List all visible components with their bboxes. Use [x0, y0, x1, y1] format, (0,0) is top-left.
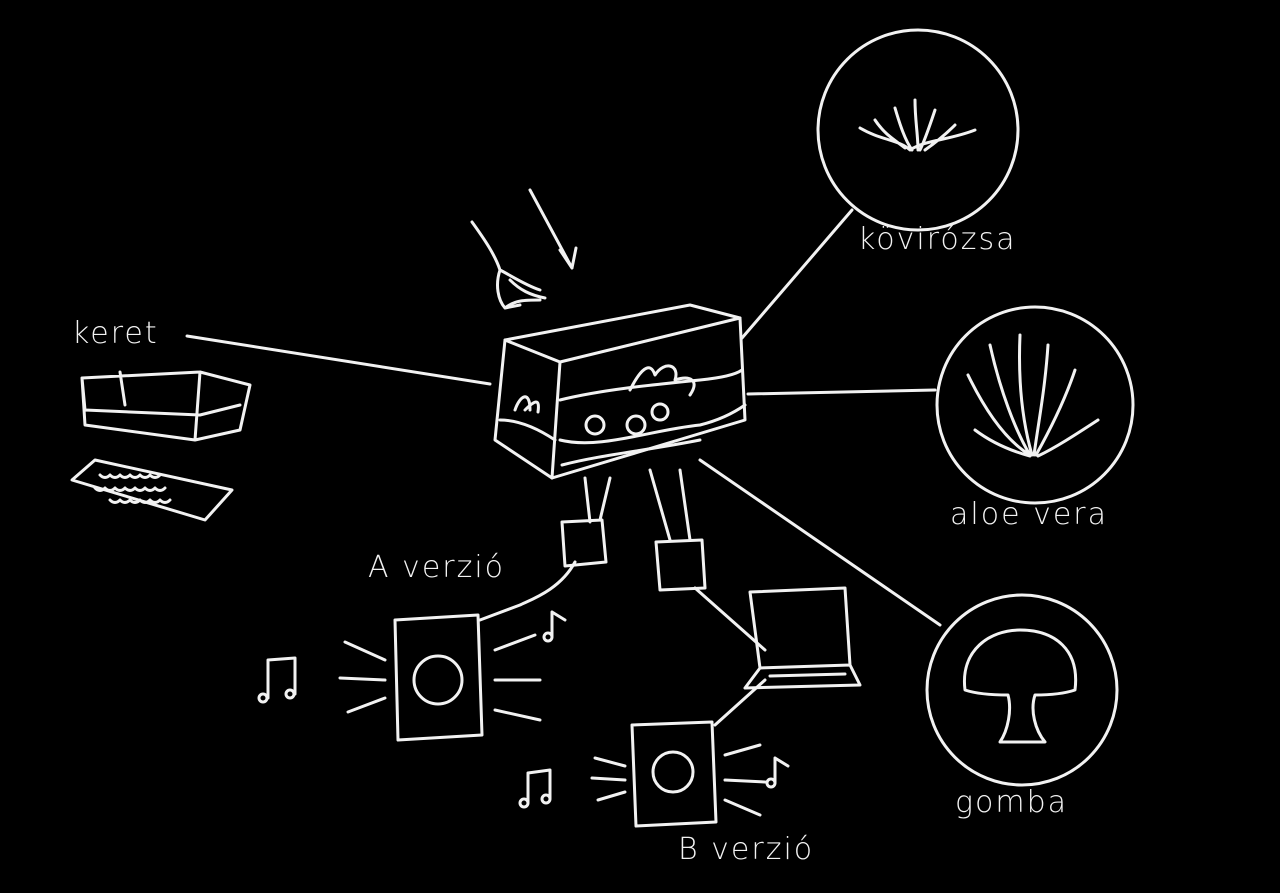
music-note-icons [257, 610, 790, 809]
label-b-verzio: B verzió [678, 832, 815, 867]
speaker-a-icon [338, 613, 542, 742]
terrarium-icon [493, 303, 747, 480]
speaker-b-icon [590, 720, 767, 828]
gomba-icon [925, 593, 1119, 787]
hand-icon [470, 220, 547, 310]
label-aloe-vera: aloe vera [950, 497, 1108, 532]
keyboard-icon [70, 458, 234, 522]
label-keret: keret [72, 316, 159, 351]
aloe-vera-icon [935, 305, 1135, 505]
label-kovirozsa: kövirózsa [858, 222, 1017, 257]
arrow-down-icon [528, 188, 578, 270]
sensor-b-icon [648, 468, 707, 592]
laptop-icon [743, 586, 862, 690]
sensor-a-icon [560, 476, 612, 568]
connector-lines [185, 208, 942, 727]
kovirozsa-icon [816, 28, 1020, 232]
frame-icon [80, 370, 252, 442]
label-a-verzio: A verzió [368, 550, 506, 585]
label-gomba: gomba [955, 785, 1069, 820]
